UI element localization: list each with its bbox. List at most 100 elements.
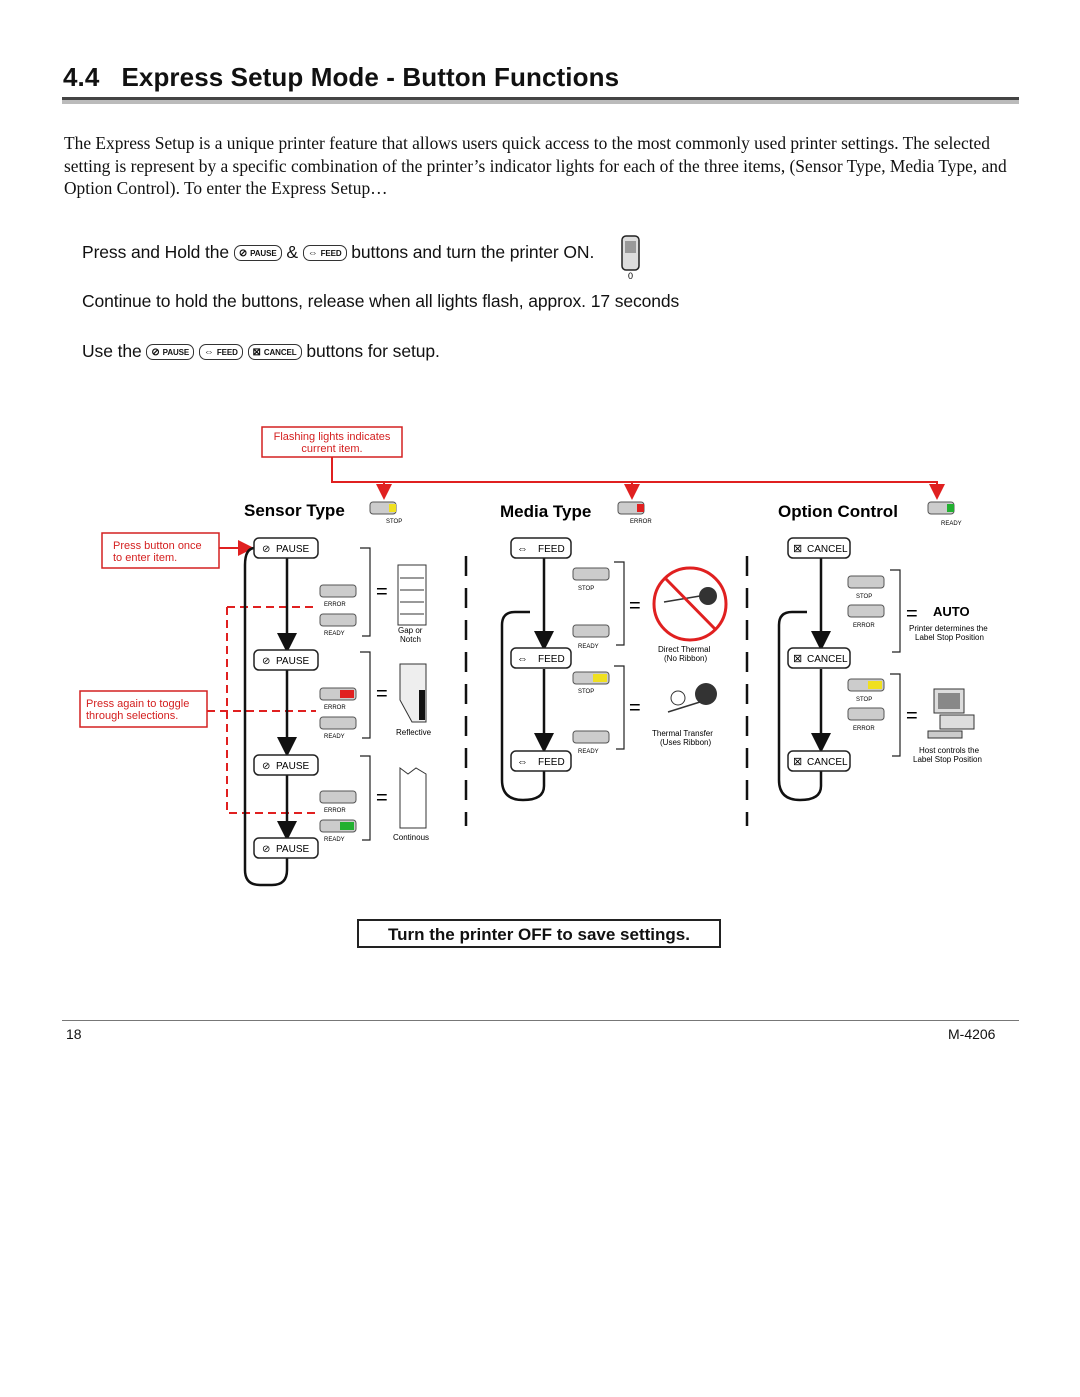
pause-label: PAUSE	[276, 761, 309, 772]
cancel-button-3: ⊠ CANCEL	[787, 750, 851, 772]
pause-button-2: ⊘ PAUSE	[253, 649, 319, 671]
media-leds-transfer: STOP READY = Thermal Transfer (Uses Ribb…	[572, 665, 717, 755]
option-title-led: READY	[927, 501, 962, 527]
svg-text:=: =	[376, 581, 388, 603]
option-control-title: Option Control	[778, 502, 898, 521]
instruction-line-3: Use the ⊘PAUSE ⇔FEED ⊠CANCEL buttons for…	[82, 341, 440, 362]
media-title-led: ERROR	[617, 501, 652, 525]
feed-button-2: ⇔ FEED	[510, 647, 572, 669]
svg-text:=: =	[376, 683, 388, 705]
feed-label: FEED	[538, 757, 565, 768]
stop-light-label: STOP	[856, 594, 872, 600]
cancel-label: CANCEL	[807, 654, 848, 665]
express-setup-diagram: 0 Flashing lights indicates current item…	[79, 235, 988, 887]
error-light-label: ERROR	[853, 726, 875, 732]
feed-button-3: ⇔ FEED	[510, 750, 572, 772]
press-once-line-2: to enter item.	[113, 552, 177, 564]
cancel-button-1: ⊠ CANCEL	[787, 537, 851, 559]
error-light-label: ERROR	[324, 602, 346, 608]
computer-icon	[927, 688, 975, 739]
page-number: 18	[66, 1026, 82, 1042]
instruction-3-suffix: buttons for setup.	[306, 341, 440, 361]
option-flow	[777, 558, 831, 802]
heading-rule	[62, 97, 1019, 104]
error-light-label: ERROR	[853, 623, 875, 629]
pause-button-1: ⊘ PAUSE	[253, 537, 319, 559]
cancel-button-icon: ⊠CANCEL	[247, 344, 302, 361]
feed-label: FEED	[538, 544, 565, 555]
cancel-button-label: CANCEL	[263, 347, 297, 357]
sensor-type-title: Sensor Type	[244, 501, 345, 520]
svg-text:=: =	[906, 603, 918, 625]
continuous-label: Continous	[393, 833, 429, 842]
svg-text:⊠: ⊠	[793, 756, 802, 768]
svg-text:⊘: ⊘	[262, 844, 270, 855]
svg-text:⊠: ⊠	[793, 543, 802, 555]
reflective-label: Reflective	[396, 728, 432, 737]
ready-light-label: READY	[578, 644, 599, 650]
pause-label: PAUSE	[276, 844, 309, 855]
save-settings-note: Turn the printer OFF to save settings.	[357, 919, 721, 948]
instruction-line-1: Press and Hold the ⊘PAUSE & ⇔FEED button…	[82, 242, 594, 263]
section-heading: 4.4 Express Setup Mode - Button Function…	[63, 62, 619, 93]
svg-text:⇔: ⇔	[517, 756, 528, 768]
pause-label: PAUSE	[276, 656, 309, 667]
svg-text:=: =	[629, 697, 641, 719]
cancel-button-2: ⊠ CANCEL	[787, 647, 851, 669]
ready-light-label: READY	[324, 734, 345, 740]
pause-button-icon: ⊘PAUSE	[233, 245, 282, 262]
sensor-flow	[243, 546, 297, 887]
flashing-callout-line-1: Flashing lights indicates	[274, 431, 391, 443]
uses-ribbon-label: (Uses Ribbon)	[660, 738, 711, 747]
feed-button-label: FEED	[216, 347, 238, 357]
instruction-1-prefix: Press and Hold the	[82, 242, 230, 262]
stop-light-label: STOP	[578, 586, 594, 592]
stop-light-label: STOP	[386, 519, 402, 525]
svg-text:⇔: ⇔	[517, 653, 528, 665]
pause-button-3: ⊘ PAUSE	[253, 754, 319, 776]
flashing-callout: Flashing lights indicates current item.	[261, 426, 945, 500]
stop-light-label: STOP	[856, 697, 872, 703]
footer-rule	[62, 1020, 1019, 1021]
svg-text:=: =	[376, 787, 388, 809]
feed-button-label: FEED	[320, 248, 342, 258]
document-id: M-4206	[948, 1026, 996, 1042]
svg-text:=: =	[629, 595, 641, 617]
press-once-line-1: Press button once	[113, 540, 202, 552]
instruction-1-suffix: buttons and turn the printer ON.	[351, 242, 595, 262]
press-again-line-2: through selections.	[86, 710, 178, 722]
sensor-leds-continuous: ERROR READY = Continous	[319, 755, 429, 843]
svg-text:⊘: ⊘	[262, 761, 270, 772]
thermal-transfer-label: Thermal Transfer	[652, 729, 713, 738]
press-again-callout: Press again to toggle through selections…	[79, 606, 316, 814]
gap-label-1: Gap or	[398, 626, 423, 635]
pause-button-4: ⊘ PAUSE	[253, 837, 319, 859]
option-leds-host: STOP ERROR = Host controls the Label Sto…	[847, 673, 982, 764]
sensor-title-led: STOP	[369, 501, 402, 525]
press-again-line-1: Press again to toggle	[86, 698, 189, 710]
pause-button-label: PAUSE	[250, 248, 277, 258]
error-light-label: ERROR	[630, 519, 652, 525]
stop-light-label: STOP	[578, 689, 594, 695]
host-desc-2: Label Stop Position	[913, 755, 982, 764]
cancel-label: CANCEL	[807, 757, 848, 768]
instruction-1-amp: &	[286, 242, 298, 262]
feed-button-1: ⇔ FEED	[510, 537, 572, 559]
pause-button-label: PAUSE	[162, 347, 190, 357]
svg-text:=: =	[906, 705, 918, 727]
ready-light-label: READY	[578, 749, 599, 755]
intro-paragraph: The Express Setup is a unique printer fe…	[64, 133, 1007, 198]
press-once-callout: Press button once to enter item.	[101, 532, 254, 569]
auto-desc-2: Label Stop Position	[915, 633, 984, 642]
media-flow	[500, 558, 554, 802]
auto-desc-1: Printer determines the	[909, 624, 988, 633]
instruction-line-2: Continue to hold the buttons, release wh…	[82, 291, 680, 311]
svg-text:⊘: ⊘	[262, 544, 270, 555]
section-number: 4.4	[63, 62, 100, 92]
sensor-leds-reflective: ERROR READY = Reflective	[319, 651, 432, 740]
section-title: Express Setup Mode - Button Functions	[121, 62, 620, 92]
power-switch-label: 0	[628, 271, 633, 281]
ready-light-label: READY	[941, 521, 962, 527]
power-switch-icon: 0	[621, 235, 640, 281]
no-ribbon-label: (No Ribbon)	[664, 654, 707, 663]
